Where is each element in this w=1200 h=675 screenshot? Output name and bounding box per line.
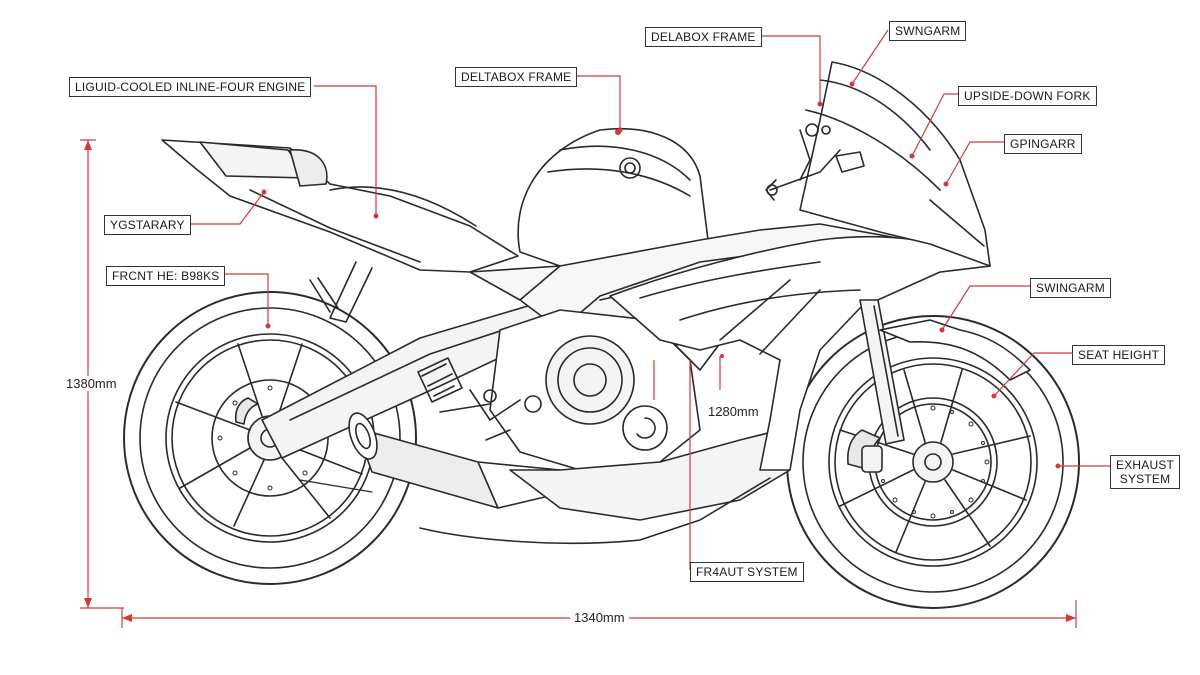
label-gpingarr: GPINGARR xyxy=(1004,134,1082,154)
label-seat-height: SEAT HEIGHT xyxy=(1072,345,1166,365)
label-frhaut-system: FR4AUT SYSTEM xyxy=(690,562,804,582)
dimension-arrows xyxy=(84,140,1076,622)
label-liquid-cooled-engine: LIGUID-COOLED INLINE-FOUR ENGINE xyxy=(69,77,312,97)
dimension-height: 1380mm xyxy=(62,376,121,391)
label-deltabox-frame: DELTABOX FRAME xyxy=(455,67,578,87)
handlebar xyxy=(765,123,841,201)
front-fork xyxy=(859,299,1031,445)
label-front-brakes: FRCNT HE: B98KS xyxy=(106,266,226,286)
tail-section xyxy=(161,139,519,323)
fuel-tank xyxy=(517,128,709,267)
front-fairing xyxy=(609,61,991,471)
leader-lines xyxy=(174,29,1112,570)
front-wheel xyxy=(786,315,1080,609)
dimension-length: 1340mm xyxy=(570,610,629,625)
label-delabox-frame: DELABOX FRAME xyxy=(645,27,762,47)
dimension-seat: 1280mm xyxy=(704,404,763,419)
belly-pan xyxy=(419,429,791,545)
label-swingarm-top: SWNGARM xyxy=(889,21,967,41)
leader-dots xyxy=(261,81,1061,469)
label-ygstarary: YGSTARARY xyxy=(104,215,191,235)
label-swingarm-right: SWINGARM xyxy=(1030,278,1111,298)
label-exhaust-system: EXHAUST SYSTEM xyxy=(1110,455,1181,489)
label-upside-down-fork: UPSIDE-DOWN FORK xyxy=(958,86,1097,106)
